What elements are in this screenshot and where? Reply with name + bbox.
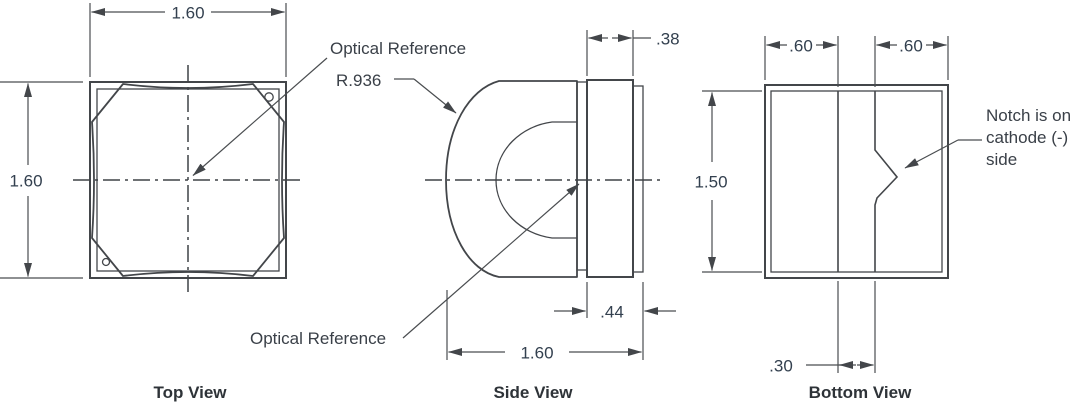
dimension-value: 1.50 bbox=[694, 173, 727, 192]
notch-callout: Notch is on cathode (-) side bbox=[904, 106, 1071, 169]
notch-note-line-2: cathode (-) bbox=[986, 128, 1068, 147]
index-mark-circle bbox=[264, 92, 274, 102]
side-total-width-dimension: 1.60 bbox=[446, 290, 642, 363]
leader-arrow bbox=[413, 78, 457, 114]
side-view-title: Side View bbox=[493, 383, 573, 402]
notch-note-line-3: side bbox=[986, 150, 1017, 169]
radius-label: R.936 bbox=[336, 71, 381, 90]
dimension-value: .30 bbox=[769, 357, 793, 376]
dimension-value: 1.60 bbox=[520, 344, 553, 363]
optical-reference-label: Optical Reference bbox=[250, 329, 386, 348]
mold-mark-circle bbox=[101, 257, 111, 267]
side-view-outline bbox=[445, 79, 644, 278]
dimension-value: .60 bbox=[899, 37, 923, 56]
solder-pad-edge bbox=[632, 85, 644, 273]
leader-line bbox=[402, 183, 580, 339]
left-pad-dimension: .60 bbox=[764, 36, 839, 87]
right-pad-dimension: .60 bbox=[874, 36, 949, 87]
dimension-value: .44 bbox=[600, 303, 624, 322]
package-outer-square bbox=[764, 84, 949, 279]
dimension-value: .60 bbox=[789, 37, 813, 56]
dimension-value: 1.60 bbox=[171, 4, 204, 23]
bottom-view-outline bbox=[764, 84, 949, 279]
top-view: 1.60 1.60 Optical Reference Top View bbox=[0, 3, 466, 402]
top-view-title: Top View bbox=[153, 383, 227, 402]
notch-note-line-1: Notch is on bbox=[986, 106, 1071, 125]
dome-profile bbox=[445, 80, 578, 278]
side-optical-reference-callout: Optical Reference bbox=[250, 183, 580, 348]
side-view: .38 .44 1.60 R.936 Optical Reference Sid… bbox=[250, 30, 680, 403]
top-width-dimension: 1.60 bbox=[89, 3, 287, 77]
pad-gap-dimension: .30 bbox=[769, 281, 876, 376]
side-back-width-dimension: .38 bbox=[586, 30, 680, 76]
pad-height-dimension: 1.50 bbox=[694, 90, 762, 273]
flange-strip bbox=[576, 81, 588, 271]
leader-line bbox=[192, 57, 328, 176]
cathode-pad-edge-with-notch bbox=[874, 91, 899, 272]
top-optical-reference-callout: Optical Reference bbox=[192, 39, 466, 176]
package-inner-square bbox=[770, 90, 943, 273]
radius-callout: R.936 bbox=[336, 71, 457, 114]
package-body bbox=[586, 79, 634, 278]
optical-reference-label: Optical Reference bbox=[330, 39, 466, 58]
bottom-view: .60 .60 1.50 .30 Notch is o bbox=[694, 36, 1071, 402]
lens-outline bbox=[91, 83, 285, 277]
leader-arrow bbox=[904, 139, 959, 169]
bottom-view-title: Bottom View bbox=[809, 383, 912, 402]
side-body-width-dimension: .44 bbox=[554, 282, 676, 360]
dimension-value: .38 bbox=[656, 30, 680, 49]
top-height-dimension: 1.60 bbox=[0, 81, 83, 279]
dimension-value: 1.60 bbox=[9, 172, 42, 191]
